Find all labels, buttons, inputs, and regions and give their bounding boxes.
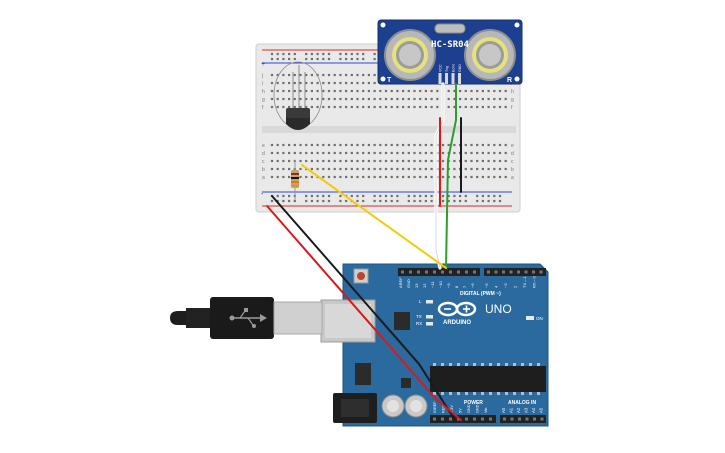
digital-pin-label: 7 [462, 285, 467, 288]
row-letter: g [262, 97, 265, 103]
transmitter-icon [384, 29, 436, 81]
resistor [291, 160, 299, 200]
led-rx-label: RX [416, 321, 422, 326]
row-letter: j [261, 73, 263, 79]
usb-icon [229, 308, 267, 328]
digital-pin-label: RX←0 [532, 275, 537, 288]
digital-pin-label: 2 [513, 285, 518, 288]
analog-pin-label: A2 [516, 407, 521, 413]
power-pin-label: 3.3V [450, 405, 454, 413]
microcontroller-chip [430, 366, 546, 392]
digital-pin-label: TX→1 [522, 276, 527, 288]
power-pin-label: GND [476, 404, 480, 413]
status-leds: L TX RX [416, 299, 433, 326]
row-letter: c [511, 159, 514, 165]
wires [266, 82, 462, 421]
row-letter: h [262, 89, 265, 95]
row-letter: e [262, 143, 265, 149]
sensor-pin-label: Echo [452, 64, 456, 72]
digital-pin-label: 12 [422, 283, 427, 288]
row-letter: g [511, 97, 514, 103]
digital-pin-label: ~10 [438, 280, 443, 288]
sensor-pin [445, 73, 448, 84]
temperature-sensor [273, 61, 323, 130]
row-letter: a [511, 175, 514, 181]
on-led [526, 316, 534, 320]
arduino-board[interactable]: ARDUINO UNO ON L TX RX DIGITAL (PWM ~) P… [320, 263, 549, 427]
rail-plus-label: + [261, 61, 265, 68]
sensor-r-mark: R [507, 77, 512, 84]
power-pin-label: Vin [484, 408, 488, 413]
sensor-pin-label: Trig [445, 66, 449, 72]
sensor-pin-label: GND [458, 64, 462, 72]
power-pin-label: IOREF [433, 401, 437, 413]
sensor-t-mark: T [387, 77, 392, 84]
sensor-pin [451, 73, 455, 84]
sensor-pin [458, 73, 461, 84]
arduino-logo-text: ARDUINO [443, 320, 471, 326]
row-letter: h [511, 89, 514, 95]
row-letter: b [262, 167, 265, 173]
digital-pin-label: ~5 [484, 283, 489, 288]
analog-pin-label: A1 [509, 407, 514, 413]
usb-cable [170, 297, 323, 339]
sensor-model-label: HC-SR04 [431, 40, 470, 50]
digital-header-label: DIGITAL (PWM ~) [460, 291, 501, 297]
power-pin-label: 5V [459, 408, 463, 413]
digital-pin-label: GND [406, 279, 411, 288]
row-letter: d [511, 151, 514, 157]
analog-pin-label: A3 [524, 407, 529, 413]
arduino-logo-icon [437, 301, 477, 317]
breadboard: + - jjiihhggffeeddccbbaa [255, 43, 521, 213]
row-letter: b [511, 167, 514, 173]
analog-pin-label: A4 [531, 407, 536, 413]
digital-pin-label: AREF [398, 277, 403, 288]
sensor-pin-label: VCC [439, 64, 443, 72]
led-tx-label: TX [416, 314, 422, 319]
digital-pin-label: ~6 [470, 283, 475, 288]
row-letter: f [511, 105, 513, 111]
on-label: ON [536, 316, 543, 321]
row-letter: i [262, 81, 263, 87]
digital-pin-label: 8 [454, 285, 459, 288]
power-pin-label: GND [467, 404, 471, 413]
digital-pin-label: 4 [494, 285, 499, 288]
led-l-label: L [419, 299, 422, 304]
digital-pin-label: ~11 [430, 281, 435, 288]
row-letter: c [262, 159, 265, 165]
analog-pin-label: A5 [539, 407, 544, 413]
analog-header-label: ANALOG IN [508, 400, 536, 406]
receiver-icon [464, 29, 516, 81]
row-letter: d [262, 151, 265, 157]
rail-minus-label: - [261, 191, 264, 198]
board-model-label: UNO [485, 302, 512, 316]
digital-pin-label: ~9 [446, 283, 451, 288]
digital-pin-label: ~3 [503, 283, 508, 288]
sensor-pin [438, 73, 442, 84]
analog-pin-label: A0 [501, 407, 506, 413]
row-letter: a [262, 175, 265, 181]
row-letter: e [511, 143, 514, 149]
row-letter: f [262, 105, 264, 111]
power-header-label: POWER [464, 400, 483, 406]
digital-pin-label: 13 [414, 283, 419, 288]
